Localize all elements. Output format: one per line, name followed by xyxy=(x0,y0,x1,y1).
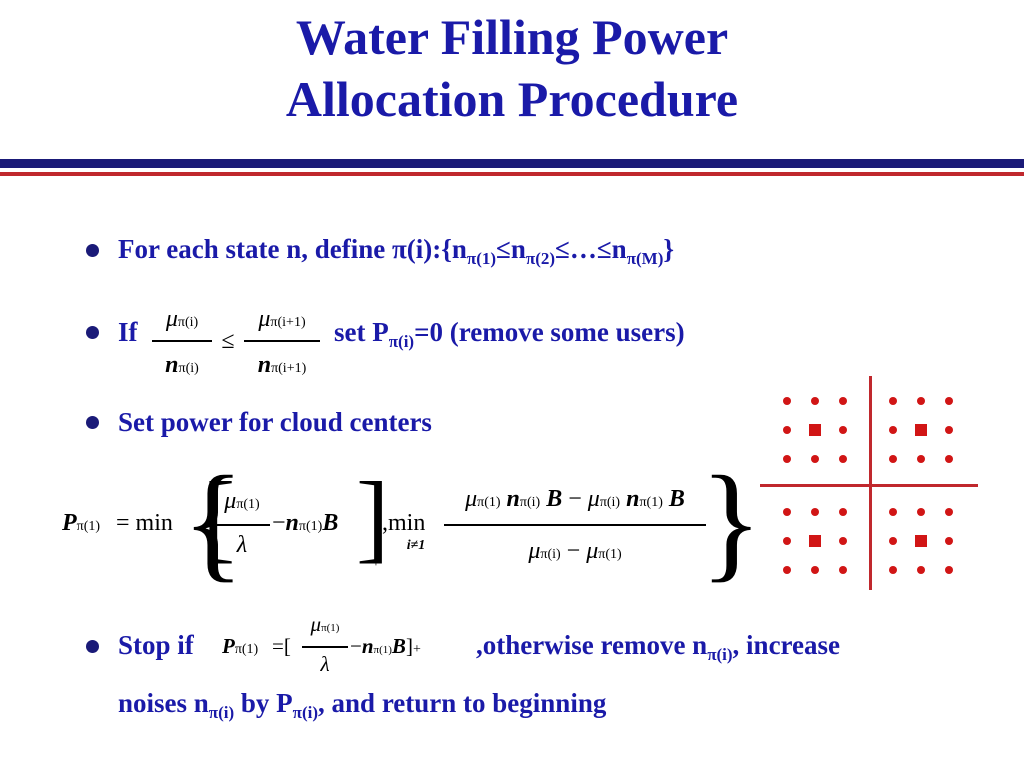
bullet-2-text: set Pπ(i)=0 (remove some users) xyxy=(334,317,685,351)
title-rule-gap xyxy=(0,168,1024,171)
constellation-dot xyxy=(917,455,925,463)
constellation-dot xyxy=(839,397,847,405)
constellation-dot xyxy=(889,508,897,516)
title-line-1: Water Filling Power xyxy=(295,9,729,65)
constellation-dot xyxy=(839,426,847,434)
constellation-dot xyxy=(783,455,791,463)
constellation-dot xyxy=(811,397,819,405)
constellation-dot xyxy=(839,566,847,574)
constellation-center xyxy=(809,535,821,547)
bullet-1-text: For each state n, define π(i):{nπ(1)≤nπ(… xyxy=(118,234,675,268)
constellation-dot xyxy=(889,455,897,463)
constellation-dot xyxy=(783,397,791,405)
constellation-h-axis xyxy=(760,484,978,487)
constellation-dot xyxy=(783,566,791,574)
bullet-2-if: If xyxy=(118,317,138,347)
constellation-dot xyxy=(811,455,819,463)
title-rule-red xyxy=(0,172,1024,176)
constellation-center xyxy=(915,424,927,436)
constellation-dot xyxy=(839,508,847,516)
constellation-dot xyxy=(945,566,953,574)
title-line-2: Allocation Procedure xyxy=(285,71,739,127)
bullet-3-text: Set power for cloud centers xyxy=(118,407,432,437)
constellation-dot xyxy=(783,426,791,434)
bullet-4-text: ,otherwise remove nπ(i), increase xyxy=(476,630,841,664)
constellation-dot xyxy=(889,426,897,434)
bullet-1-marker xyxy=(86,244,99,257)
bullet-4-stop: Stop if xyxy=(118,630,194,660)
constellation-center xyxy=(809,424,821,436)
constellation-dot xyxy=(839,537,847,545)
constellation-dot xyxy=(783,508,791,516)
constellation-dot xyxy=(945,537,953,545)
constellation-dot xyxy=(889,397,897,405)
constellation-dot xyxy=(783,537,791,545)
bullet-4-text-line-2: noises nπ(i) by Pπ(i), and return to beg… xyxy=(118,688,607,722)
constellation-dot xyxy=(945,508,953,516)
constellation-dot xyxy=(811,508,819,516)
slide-title: Water Filling Power Allocation Procedure xyxy=(0,6,1024,130)
constellation-dot xyxy=(945,426,953,434)
constellation-dot xyxy=(889,566,897,574)
bullet-4-marker xyxy=(86,640,99,653)
constellation-dot xyxy=(917,397,925,405)
bullet-2-marker xyxy=(86,326,99,339)
bullet-3-marker xyxy=(86,416,99,429)
title-rule-dark xyxy=(0,159,1024,168)
constellation-dot xyxy=(839,455,847,463)
constellation-dot xyxy=(889,537,897,545)
constellation-dot xyxy=(811,566,819,574)
constellation-dot xyxy=(945,455,953,463)
constellation-dot xyxy=(917,508,925,516)
constellation-v-axis xyxy=(869,376,872,590)
constellation-center xyxy=(915,535,927,547)
constellation-dot xyxy=(917,566,925,574)
constellation-dot xyxy=(945,397,953,405)
